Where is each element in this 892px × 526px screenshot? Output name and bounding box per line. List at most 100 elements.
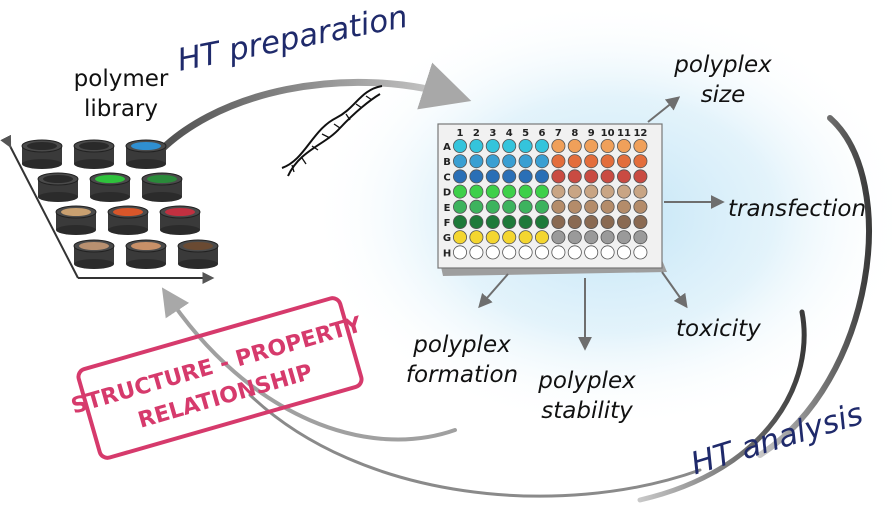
plate-well	[584, 230, 599, 245]
plate-well	[584, 199, 599, 214]
plate-well	[502, 230, 517, 245]
plate-column-label: 5	[522, 128, 529, 139]
plate-well	[567, 154, 582, 169]
library-axes	[0, 134, 215, 284]
polymer-vial	[125, 139, 167, 169]
plate-row-label: A	[443, 142, 451, 153]
ht-analysis-swoosh-1	[757, 115, 872, 458]
formation-line-2: formation	[405, 362, 519, 388]
polymer-vial	[141, 172, 183, 202]
plate-column-label: 7	[555, 128, 562, 139]
stability-line-2: stability	[541, 398, 633, 424]
plate-well	[485, 245, 500, 260]
polymer-vial	[55, 205, 97, 235]
dna-helix-icon	[281, 85, 383, 177]
library-label-line-2: library	[84, 96, 158, 122]
plate-well	[452, 154, 467, 169]
plate-well	[485, 154, 500, 169]
transfection-label: transfection	[728, 196, 867, 222]
polymer-vial	[73, 139, 115, 169]
library-label: polymer library	[66, 64, 176, 124]
plate-well	[535, 214, 550, 229]
plate-column-label: 4	[506, 128, 513, 139]
plate-well	[502, 169, 517, 184]
plate-well	[633, 214, 648, 229]
polymer-vial	[73, 239, 115, 269]
plate-well	[535, 184, 550, 199]
plate-well	[535, 199, 550, 214]
plate-well	[485, 169, 500, 184]
polyplex-size-label: polyplex size	[668, 50, 778, 110]
plate-well	[633, 199, 648, 214]
library-label-line-1: polymer	[73, 66, 169, 92]
plate-well	[535, 245, 550, 260]
plate-well	[567, 199, 582, 214]
plate-well	[567, 169, 582, 184]
return-arrow	[161, 287, 457, 442]
plate-column-label: 6	[539, 128, 546, 139]
plate-well	[584, 214, 599, 229]
plate-well	[584, 154, 599, 169]
plate-well	[485, 138, 500, 153]
size-line-2: size	[700, 82, 746, 108]
plate-row-label: E	[444, 203, 451, 214]
polyplex-stability-label: polyplex stability	[530, 366, 644, 426]
plate-well	[551, 138, 566, 153]
polymer-vial	[159, 205, 201, 235]
ht-analysis-swoosh-2	[637, 309, 807, 503]
plate-well	[617, 230, 632, 245]
microplate-wells	[452, 138, 648, 260]
plate-well	[485, 199, 500, 214]
polymer-vial	[21, 139, 63, 169]
plate-well	[584, 169, 599, 184]
plate-well	[518, 154, 533, 169]
plate-well	[551, 169, 566, 184]
plate-well	[518, 230, 533, 245]
plate-well	[617, 169, 632, 184]
plate-well	[617, 199, 632, 214]
plate-well	[502, 138, 517, 153]
size-line-1: polyplex	[674, 52, 772, 78]
plate-well	[452, 184, 467, 199]
plate-row-label: H	[443, 248, 451, 259]
polymer-vials	[21, 139, 219, 269]
output-arrows	[478, 96, 725, 351]
plate-column-label: 2	[473, 128, 480, 139]
plate-well	[535, 154, 550, 169]
plate-row-label: B	[443, 157, 451, 168]
plate-well	[567, 138, 582, 153]
polymer-vial	[177, 239, 219, 269]
plate-row-label: G	[443, 233, 451, 244]
plate-row-label: F	[444, 218, 451, 229]
plate-well	[469, 138, 484, 153]
plate-well	[535, 138, 550, 153]
plate-well	[518, 138, 533, 153]
plate-well	[600, 154, 615, 169]
formation-line-1: polyplex	[413, 332, 511, 358]
plate-well	[518, 214, 533, 229]
plate-well	[600, 184, 615, 199]
plate-well	[485, 230, 500, 245]
plate-well	[469, 230, 484, 245]
toxicity-label: toxicity	[676, 316, 761, 342]
plate-well	[567, 214, 582, 229]
plate-well	[452, 214, 467, 229]
plate-well	[617, 214, 632, 229]
plate-well	[617, 138, 632, 153]
plate-row-label: D	[443, 188, 451, 199]
plate-well	[633, 154, 648, 169]
plate-well	[452, 245, 467, 260]
plate-column-label: 11	[617, 128, 631, 139]
plate-well	[518, 169, 533, 184]
plate-well	[617, 154, 632, 169]
plate-well	[518, 184, 533, 199]
plate-well	[584, 245, 599, 260]
plate-well	[600, 230, 615, 245]
plate-column-label: 9	[588, 128, 595, 139]
plate-well	[617, 245, 632, 260]
plate-well	[469, 245, 484, 260]
